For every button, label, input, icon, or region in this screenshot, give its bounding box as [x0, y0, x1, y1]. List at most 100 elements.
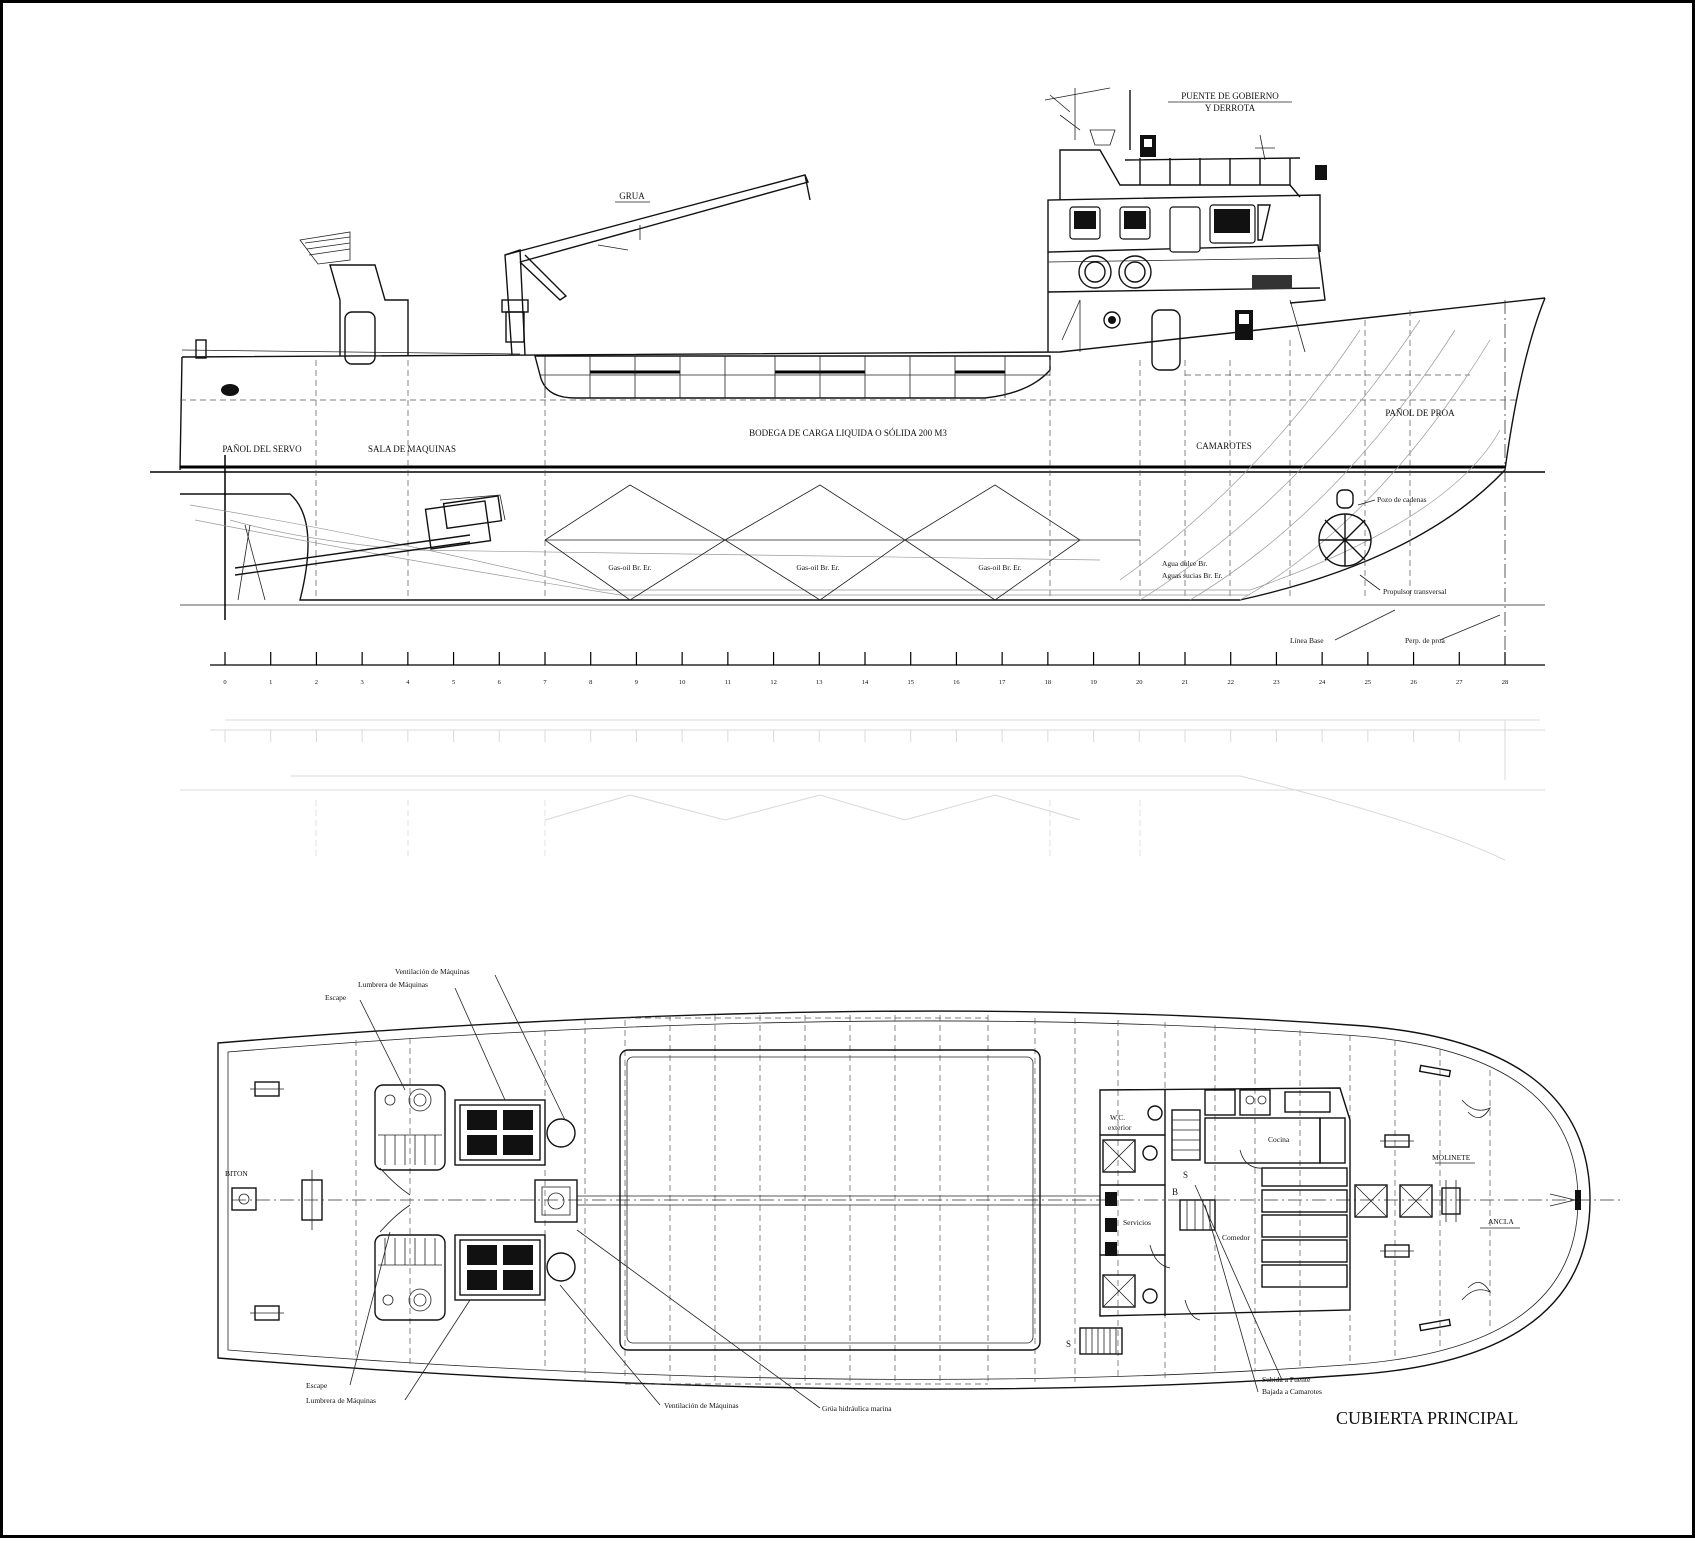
cargo-hold-hatch — [534, 355, 1051, 399]
frame-number: 9 — [635, 679, 638, 686]
label-down: B — [1172, 1187, 1178, 1197]
hull-bottom — [180, 469, 1506, 601]
label-chain-locker: Pozo de cadenas — [1377, 495, 1427, 504]
label-fuel-2: Gas-oil Br. Er. — [796, 563, 839, 572]
frame-number: 2 — [315, 679, 318, 686]
frame-number: 23 — [1273, 679, 1280, 686]
bow-thruster — [1318, 489, 1501, 641]
label-bow-thruster: Propulsor transversal — [1383, 587, 1447, 596]
frame-number: 24 — [1319, 679, 1326, 686]
accommodation — [1099, 1087, 1351, 1321]
label-bridge-1: PUENTE DE GOBIERNO — [1181, 91, 1279, 101]
label-engine-skylight-top: Lumbrera de Máquinas — [358, 980, 428, 989]
label-windlass: MOLINETE — [1432, 1153, 1471, 1162]
hull-lines — [189, 319, 1501, 601]
frame-number: 15 — [907, 679, 914, 686]
frame-number: 18 — [1045, 679, 1052, 686]
label-engine-vent-top: Ventilación de Máquinas — [395, 967, 470, 976]
cargo-hatch — [619, 1049, 1041, 1351]
label-baseline: Línea Base — [1290, 636, 1324, 645]
label-fuel-3: Gas-oil Br. Er. — [978, 563, 1021, 572]
label-wc: W.C. — [1110, 1113, 1125, 1122]
label-cabins: CAMAROTES — [1196, 441, 1252, 451]
cargo-hatch-inner — [626, 1056, 1034, 1344]
frame-number: 1 — [269, 679, 272, 686]
fore-deck-fittings — [1354, 1064, 1581, 1332]
label-engine-skylight-bottom: Lumbrera de Máquinas — [306, 1396, 376, 1405]
reflection — [180, 719, 1545, 861]
label-engine-room: SALA DE MAQUINAS — [368, 444, 456, 454]
frame-number: 4 — [406, 679, 410, 686]
frame-lines — [180, 310, 1520, 600]
frame-number: 13 — [816, 679, 823, 686]
frame-number: 10 — [679, 679, 686, 686]
label-anchor: ANCLA — [1488, 1217, 1514, 1226]
frame-number: 25 — [1365, 679, 1372, 686]
stair-bottom — [1079, 1327, 1123, 1355]
engine-skylights — [454, 1099, 546, 1301]
label-up: S — [1183, 1170, 1188, 1180]
label-stair-s: S — [1066, 1339, 1071, 1349]
label-fuel-1: Gas-oil Br. Er. — [608, 563, 651, 572]
label-bridge-2: Y DERROTA — [1205, 103, 1256, 113]
bollards-aft — [231, 1081, 323, 1321]
frame-number: 14 — [862, 679, 869, 686]
frame-number: 12 — [770, 679, 777, 686]
bow-stem — [1504, 297, 1546, 471]
frame-number: 17 — [999, 679, 1006, 686]
stern-scupper — [221, 384, 239, 396]
label-engine-vent-bottom: Ventilación de Máquinas — [664, 1401, 739, 1410]
frame-number: 11 — [725, 679, 731, 686]
engine-casing — [299, 231, 409, 365]
stern-line — [179, 356, 183, 471]
frame-number: 20 — [1136, 679, 1143, 686]
label-to-bridge: Subida a Puente — [1262, 1375, 1311, 1384]
label-fwd-perp: Perp. de proa — [1405, 636, 1445, 645]
label-bitt: BITON — [225, 1169, 248, 1178]
profile-view: PUENTE DE GOBIERNO Y DERROTA GRUA — [150, 87, 1546, 861]
stern-post — [195, 339, 207, 359]
exhaust-casings — [374, 1084, 446, 1321]
superstructure — [1044, 87, 1327, 371]
frame-number: 22 — [1227, 679, 1234, 686]
label-steering-store: PAÑOL DEL SERVO — [222, 444, 302, 454]
label-fresh-water-1: Agua dulce Br. — [1162, 559, 1207, 568]
frame-number: 21 — [1182, 679, 1189, 686]
label-exhaust-bottom: Escape — [306, 1381, 328, 1390]
sheer-line — [181, 297, 1546, 358]
frame-number: 5 — [452, 679, 455, 686]
label-crane: GRUA — [619, 191, 645, 201]
bulwark-aft — [181, 349, 521, 355]
label-exhaust-top: Escape — [325, 993, 347, 1002]
propulsion-line — [234, 494, 506, 601]
label-cargo-hold: BODEGA DE CARGA LIQUIDA O SÓLIDA 200 M3 — [749, 428, 947, 438]
label-wc2: exterior — [1108, 1123, 1132, 1132]
frame-number: 28 — [1502, 679, 1509, 686]
crane — [501, 174, 811, 356]
drawing-title: CUBIERTA PRINCIPAL — [1336, 1408, 1518, 1428]
label-hydraulic-crane: Grúa hidráulica marina — [822, 1404, 892, 1413]
label-services: Servicios — [1123, 1218, 1151, 1227]
label-fore-store: PAÑOL DE PROA — [1385, 408, 1455, 418]
frame-number: 16 — [953, 679, 960, 686]
frame-number: 3 — [361, 679, 364, 686]
deck-frames — [355, 1015, 1491, 1385]
label-mess: Comedor — [1222, 1233, 1250, 1242]
vent-top — [546, 1118, 576, 1148]
label-galley: Cocina — [1268, 1135, 1290, 1144]
leader-lines — [349, 974, 1283, 1409]
frame-number: 19 — [1090, 679, 1097, 686]
frame-number: 7 — [543, 679, 547, 686]
label-fresh-water-2: Aguas sucias Br. Er. — [1162, 571, 1223, 580]
crane-base — [534, 1179, 1100, 1223]
deck-plan: BITON — [217, 967, 1620, 1428]
frame-number: 27 — [1456, 679, 1463, 686]
frame-number: 26 — [1410, 679, 1417, 686]
frame-number: 8 — [589, 679, 592, 686]
frame-number: 6 — [498, 679, 502, 686]
label-to-cabins: Bajada a Camarotes — [1262, 1387, 1322, 1396]
